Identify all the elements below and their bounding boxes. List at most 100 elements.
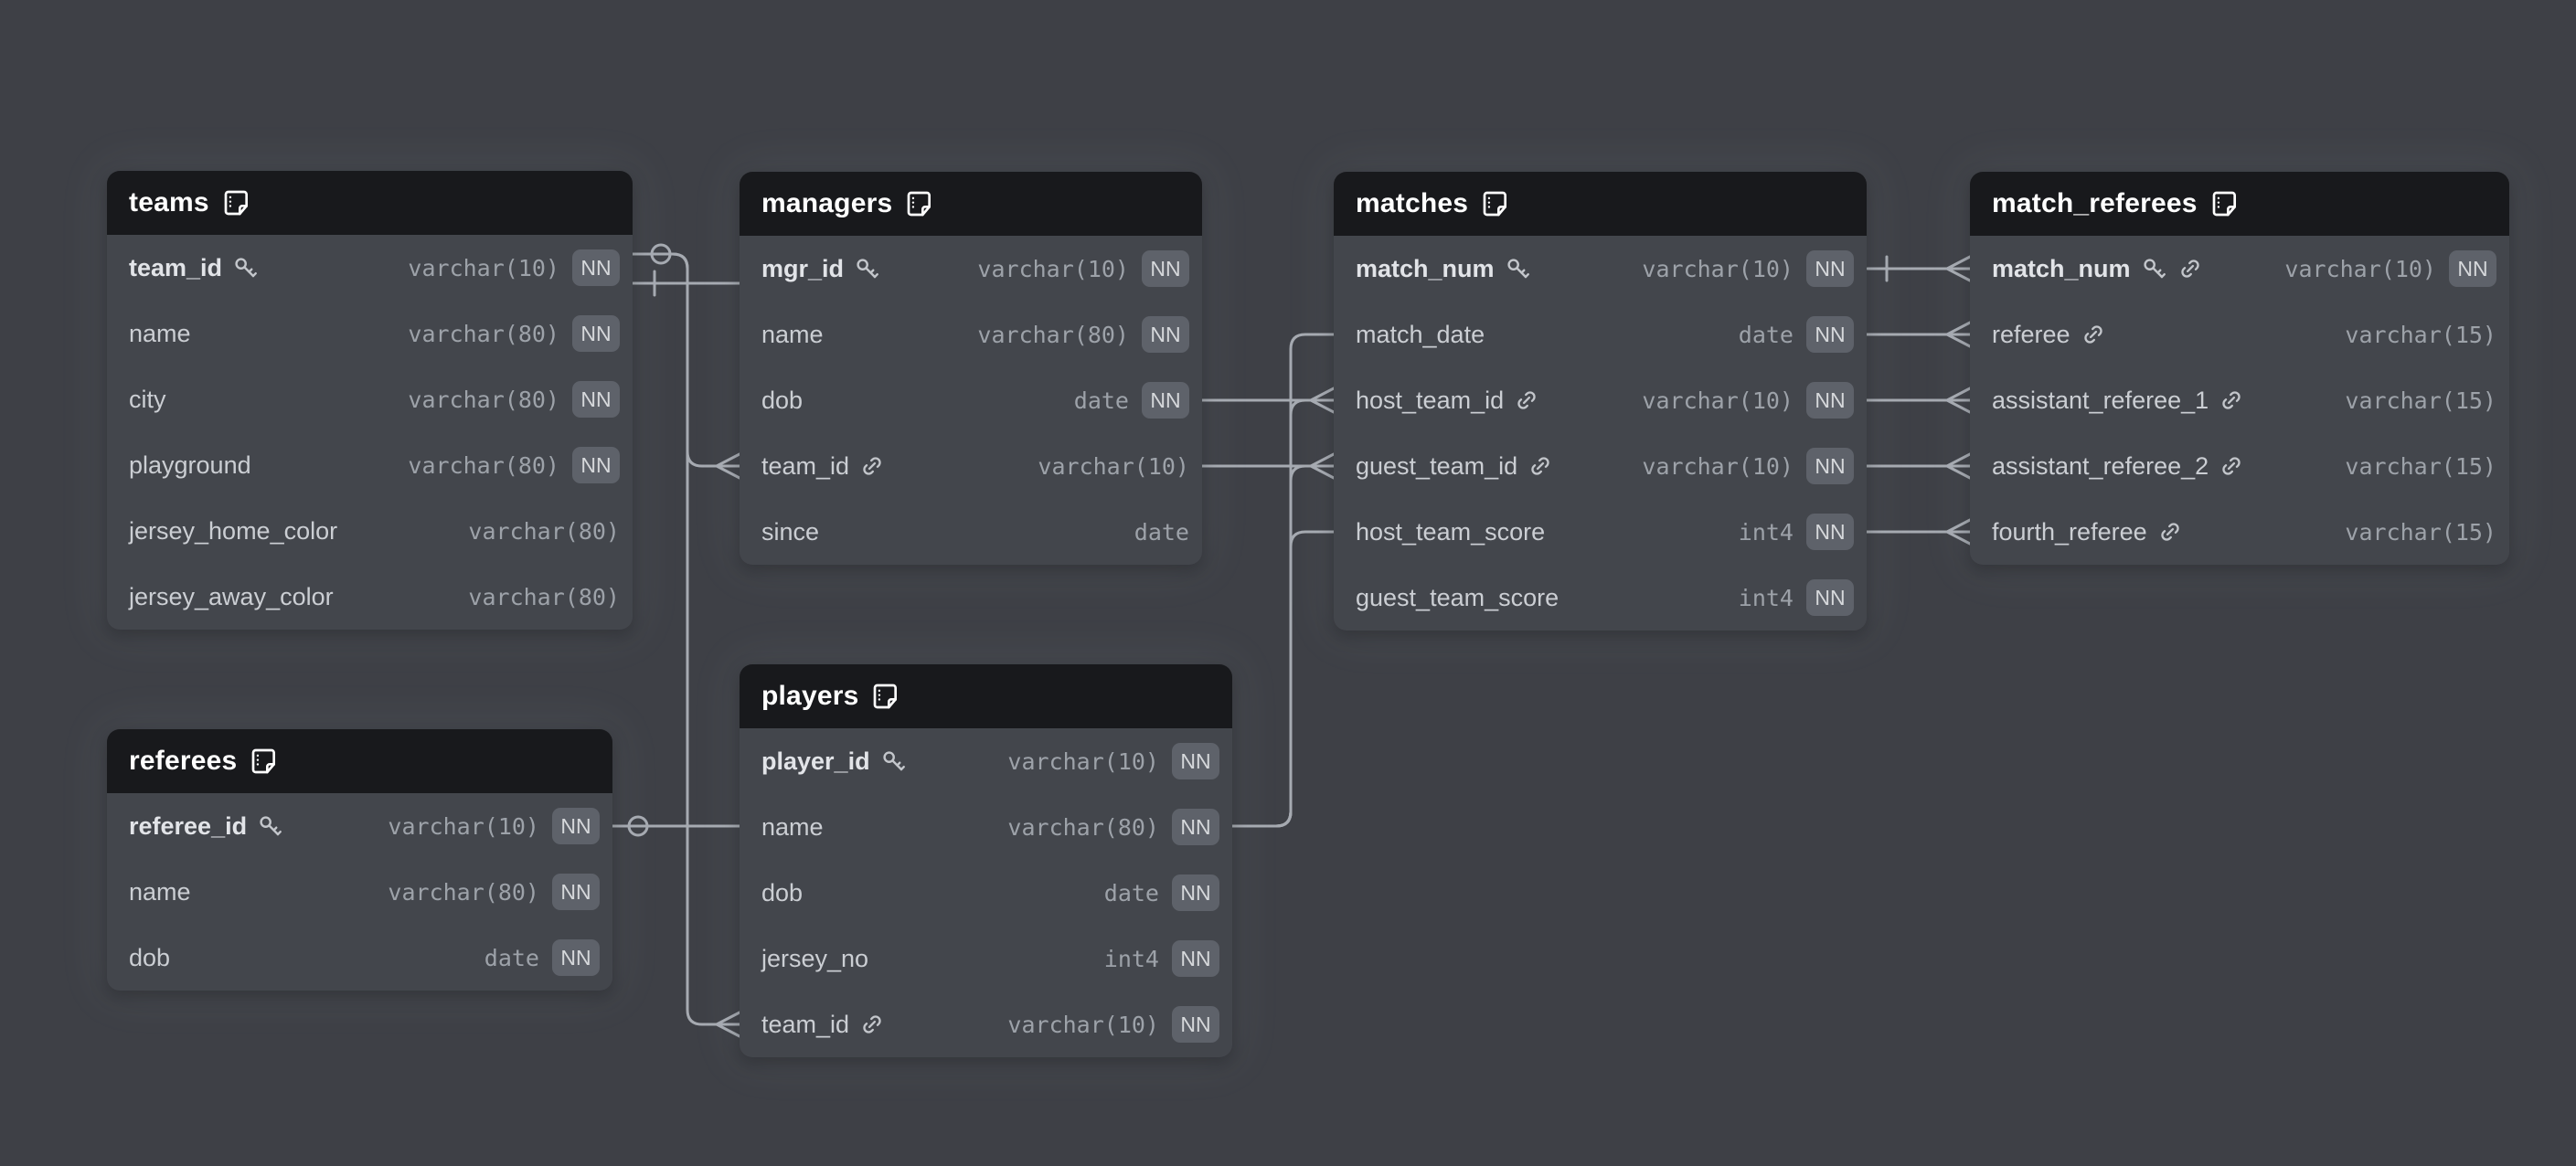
field-type: varchar(10)	[1007, 1011, 1159, 1038]
not-null-badge: NN	[1172, 743, 1219, 779]
primary-key-icon	[882, 750, 905, 770]
relationship-matches.match_num-to-match_referees.match_num[interactable]	[1866, 255, 1972, 282]
table-header[interactable]: managers	[740, 172, 1202, 236]
table-header[interactable]: players	[740, 664, 1232, 728]
not-null-badge: NN	[1172, 940, 1219, 977]
field-name: name	[761, 320, 824, 348]
not-null-badge: NN	[1806, 316, 1854, 353]
field-name: mgr_id	[761, 254, 845, 282]
note-icon	[252, 748, 276, 774]
field-row[interactable]: jersey_no int4 NN	[740, 926, 1232, 991]
field-type: int4	[1738, 518, 1794, 546]
table-title: matches	[1356, 188, 1469, 218]
note-icon	[1483, 191, 1507, 217]
field-type: varchar(10)	[1642, 387, 1794, 414]
field-type: varchar(10)	[1007, 747, 1159, 775]
foreign-key-link-icon	[2083, 325, 2102, 344]
field-type: varchar(15)	[2345, 452, 2496, 480]
field-type: int4	[1103, 945, 1159, 972]
not-null-badge: NN	[1806, 514, 1854, 550]
primary-key-icon	[235, 257, 257, 277]
relationship-line[interactable]	[1866, 255, 1972, 282]
field-name: host_team_score	[1356, 517, 1546, 546]
not-null-badge: NN	[572, 447, 620, 483]
note-icon	[2212, 191, 2236, 217]
field-name: name	[129, 877, 191, 906]
table-title: players	[761, 681, 859, 711]
relationship-teams.team_id-to-players.team_id[interactable]	[631, 252, 741, 1038]
foreign-key-link-icon	[2222, 391, 2241, 409]
relationship-line[interactable]	[631, 252, 741, 1038]
not-null-badge: NN	[552, 874, 600, 910]
note-icon	[224, 190, 248, 216]
table-header[interactable]: match_referees	[1970, 172, 2509, 236]
field-name: dob	[761, 878, 804, 906]
field-name: jersey_no	[761, 944, 869, 972]
table-header[interactable]: matches	[1334, 172, 1867, 236]
field-type: varchar(80)	[408, 320, 559, 347]
field-name: match_num	[1356, 254, 1495, 282]
relationship-referees.referee_id-to-match_referees.fourth_referee[interactable]	[611, 518, 1972, 828]
not-null-badge: NN	[1142, 250, 1189, 287]
field-name: dob	[761, 386, 804, 414]
field-type: varchar(10)	[2284, 255, 2436, 282]
relationship-line[interactable]	[611, 518, 1972, 828]
foreign-key-link-icon	[1531, 457, 1549, 475]
field-type: varchar(80)	[1007, 813, 1159, 841]
table-header[interactable]: teams	[107, 171, 633, 235]
field-name: city	[129, 385, 166, 413]
field-row[interactable]: jersey_away_color varchar(80)	[107, 564, 633, 630]
field-row[interactable]: name varchar(80) NN	[107, 859, 612, 925]
field-type: varchar(80)	[468, 517, 620, 545]
field-type: varchar(10)	[388, 812, 539, 840]
table-header[interactable]: referees	[107, 729, 612, 793]
field-name: playground	[129, 450, 251, 479]
not-null-badge: NN	[572, 249, 620, 286]
field-type: varchar(80)	[468, 583, 620, 610]
field-type: varchar(80)	[388, 878, 539, 906]
field-row[interactable]: host_team_score int4 NN	[1334, 499, 1867, 565]
field-name: fourth_referee	[1992, 517, 2147, 546]
field-type: date	[1738, 321, 1794, 348]
not-null-badge: NN	[1142, 382, 1189, 419]
field-type: varchar(10)	[1642, 452, 1794, 480]
field-name: team_id	[761, 451, 850, 480]
field-name: guest_team_score	[1356, 583, 1559, 611]
foreign-key-link-icon	[863, 1015, 881, 1034]
field-name: jersey_away_color	[129, 582, 334, 610]
